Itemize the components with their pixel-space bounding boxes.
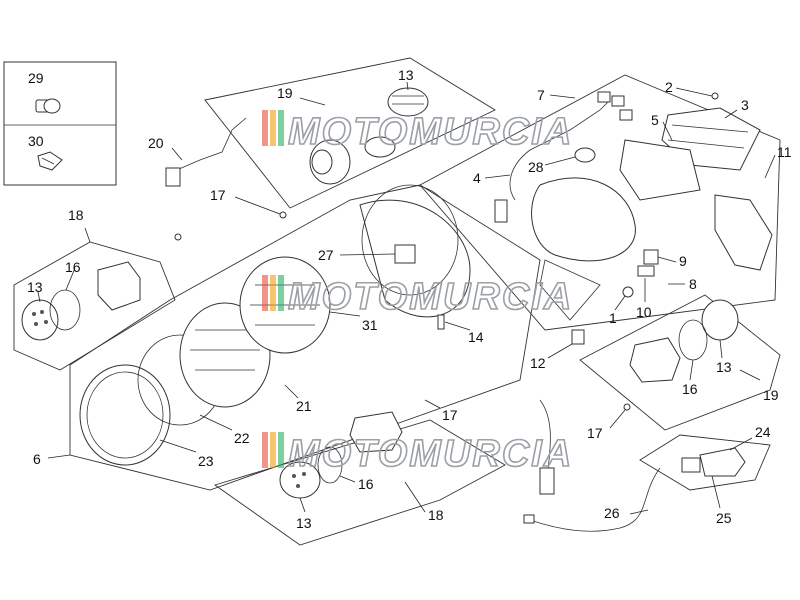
callout-31: 31: [362, 317, 378, 333]
watermark-text: MOTOMURCIA: [288, 276, 573, 318]
turn-signal-left: [21, 233, 182, 341]
legend-number-30: 30: [28, 133, 44, 149]
callout-24: 24: [755, 424, 771, 440]
callout-17-bottom: 17: [442, 407, 458, 423]
gasket-16-bottom: [317, 446, 343, 484]
callout-1: 1: [609, 310, 617, 326]
callout-13-top: 13: [398, 67, 414, 83]
bulb-icon: [35, 98, 61, 114]
callout-2: 2: [665, 79, 673, 95]
callout-18-bottom: 18: [428, 507, 444, 523]
wire-26: [529, 467, 661, 532]
watermark-text: MOTOMURCIA: [288, 111, 573, 153]
spacer-10: [637, 265, 655, 277]
callout-12: 12: [530, 355, 546, 371]
callout-21: 21: [296, 398, 312, 414]
callout-20: 20: [148, 135, 164, 151]
nut-9: [643, 249, 659, 265]
bulb-28: [574, 147, 596, 163]
callout-13-left: 13: [27, 279, 43, 295]
bulb-socket-27: [394, 244, 416, 264]
connector-4: [494, 199, 508, 223]
headlight-assembly: [79, 184, 471, 466]
callout-7: 7: [537, 87, 545, 103]
callout-4: 4: [473, 170, 481, 186]
turn-signal-bottom: [279, 399, 555, 499]
callout-28: 28: [528, 159, 544, 175]
lens-13-left: [21, 299, 59, 341]
callout-5: 5: [651, 112, 659, 128]
watermark-middle: MOTOMURCIA: [262, 275, 573, 319]
callout-labels: 19 13 20 17 18 16 13 7 2 3 5 4 28 11 27 …: [27, 67, 792, 531]
grommet-12: [571, 329, 585, 345]
holder-25: [681, 457, 701, 473]
callout-25: 25: [716, 510, 732, 526]
callout-27: 27: [318, 247, 334, 263]
callout-3: 3: [741, 97, 749, 113]
callout-16-right: 16: [682, 381, 698, 397]
callout-9: 9: [679, 253, 687, 269]
wedge-bulb-icon: [37, 151, 63, 171]
housing-bottom: [349, 411, 403, 453]
callout-17-top: 17: [210, 187, 226, 203]
callout-8: 8: [689, 276, 697, 292]
callout-16-bottom: 16: [358, 476, 374, 492]
callout-18-left: 18: [68, 207, 84, 223]
bracket-11: [714, 194, 773, 271]
trim-ring-23: [79, 364, 171, 466]
callout-13-right: 13: [716, 359, 732, 375]
rear-light-assembly: [494, 91, 773, 345]
callout-26: 26: [604, 505, 620, 521]
lamp-24: [699, 447, 746, 477]
callout-11: 11: [777, 144, 792, 160]
housing-left: [97, 261, 141, 311]
gasket-16-left: [49, 289, 81, 331]
callout-17-right: 17: [587, 425, 603, 441]
callout-19-top: 19: [277, 85, 293, 101]
legend-number-29: 29: [28, 70, 44, 86]
ring-top: [364, 136, 396, 158]
callout-14: 14: [468, 329, 484, 345]
callout-13-bottom: 13: [296, 515, 312, 531]
washer-1: [622, 286, 634, 298]
wire-center: [539, 399, 551, 471]
tail-housing-5: [619, 139, 701, 201]
wire-20: [171, 117, 247, 173]
connector-20: [165, 167, 181, 187]
harness-4: [509, 99, 611, 201]
legend-frame: [3, 61, 117, 186]
screw-14: [437, 314, 445, 330]
callout-10: 10: [636, 304, 652, 320]
legend: 29 30: [3, 61, 117, 186]
housing-right: [629, 337, 681, 383]
gasket-16-right: [678, 319, 708, 361]
watermark-top: MOTOMURCIA: [262, 110, 573, 154]
callout-23: 23: [198, 453, 214, 469]
callout-19-right: 19: [763, 387, 779, 403]
callout-22: 22: [234, 430, 250, 446]
license-light: [523, 447, 746, 532]
leader-lines: [37, 81, 776, 515]
callout-16-left: 16: [65, 259, 81, 275]
callout-6: 6: [33, 451, 41, 467]
lens-13-right: [701, 299, 739, 341]
watermark-bottom: MOTOMURCIA: [262, 432, 573, 476]
watermark-text: MOTOMURCIA: [288, 433, 573, 475]
turn-signal-right: [623, 299, 739, 411]
turn-signal-top: [165, 87, 429, 219]
fender-cover: [531, 177, 636, 262]
